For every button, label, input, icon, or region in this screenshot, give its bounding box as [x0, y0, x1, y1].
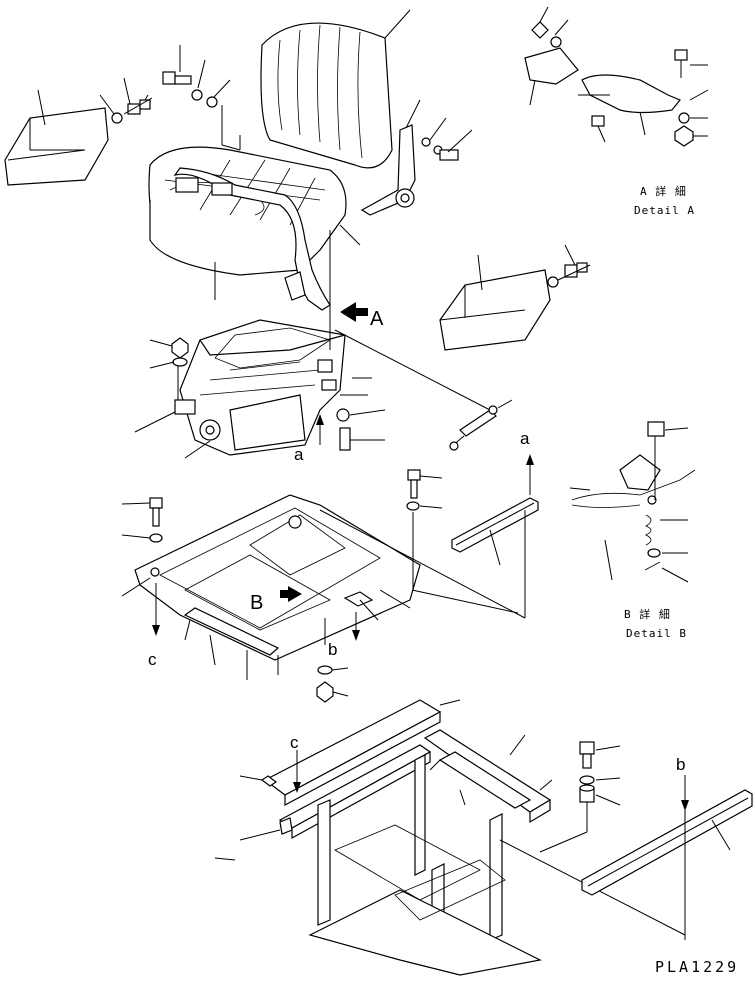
seat-belt: [173, 167, 331, 311]
rail-connection-lines: [319, 509, 526, 619]
ref-label-A: A: [370, 308, 384, 330]
ref-label-c-frame: c: [290, 733, 299, 752]
ref-arrow-c-frame: [293, 750, 301, 793]
armrest-bolt-set-left: [99, 77, 153, 124]
detail-a-en-label: Detail A: [634, 204, 695, 217]
armrest-right: [439, 254, 551, 351]
seat-suspension: [174, 319, 346, 456]
ref-label-B: B: [250, 592, 263, 614]
seat-backrest: [260, 9, 411, 169]
ref-label-c-left: c: [148, 650, 157, 669]
base-plate-fasteners-left: [121, 497, 163, 636]
backrest-hinge-bracket: [360, 99, 473, 216]
base-plate-fasteners-right: [324, 469, 443, 645]
detail-a-assembly: [524, 6, 709, 147]
ref-label-b-mid: b: [328, 640, 337, 659]
ref-label-a-top: a: [294, 445, 304, 464]
slide-rail-b: [581, 775, 753, 940]
suspension-fasteners: [134, 337, 386, 459]
ref-label-a-right: a: [520, 429, 530, 448]
detail-a-jp-label: A 詳 細: [640, 184, 687, 198]
detail-b-en-label: Detail B: [626, 627, 687, 640]
ref-label-b-right: b: [676, 755, 685, 774]
armrest-bolt-set-right: [547, 244, 591, 288]
seat-base-plate: [134, 494, 421, 680]
drawing-code: PLA1229: [655, 958, 739, 976]
ref-arrow-a-up: [316, 414, 324, 445]
detail-b-assembly: [569, 421, 696, 583]
detail-b-jp-label: B 詳 細: [624, 607, 671, 621]
seat-base-frame: [214, 699, 553, 976]
gas-spring-damper: [334, 329, 513, 451]
bolt-set-top: [162, 45, 241, 151]
base-plate-nut-washer: [316, 665, 349, 703]
slide-rail-a: [451, 454, 539, 566]
armrest-left: [4, 89, 109, 186]
view-arrow-b: [280, 586, 302, 602]
view-arrow-a: [329, 230, 368, 350]
